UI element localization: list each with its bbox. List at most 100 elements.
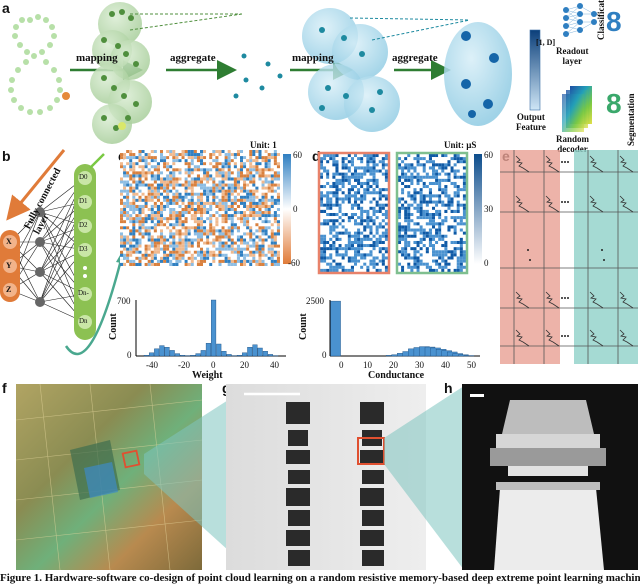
heatmap-cell (166, 192, 170, 196)
heatmap-cell (438, 203, 442, 207)
heatmap-cell (332, 259, 336, 263)
heatmap-cell (193, 195, 197, 199)
heatmap-cell (175, 189, 179, 193)
heatmap-cell (196, 262, 200, 266)
heatmap-cell (175, 214, 179, 218)
heatmap-cell (354, 231, 358, 235)
heatmap-cell (267, 156, 271, 160)
heatmap-cell (221, 189, 225, 193)
heatmap-cell (369, 175, 373, 179)
heatmap-cell (218, 229, 222, 233)
heatmap-cell (350, 268, 354, 272)
heatmap-cell (135, 214, 139, 218)
heatmap-cell (456, 185, 460, 189)
heatmap-cell (366, 203, 370, 207)
heatmap-cell (378, 228, 382, 232)
heatmap-cell (363, 163, 367, 167)
heatmap-cell (432, 206, 436, 210)
heatmap-cell (335, 163, 339, 167)
heatmap-cell (453, 209, 457, 213)
heatmap-cell (163, 238, 167, 242)
heatmap-cell (462, 191, 466, 195)
heatmap-cell (236, 177, 240, 181)
heatmap-cell (320, 169, 324, 173)
heatmap-cell (141, 229, 145, 233)
heatmap-cell (200, 192, 204, 196)
heatmap-cell (425, 191, 429, 195)
heatmap-cell (384, 253, 388, 257)
heatmap-cell (447, 197, 451, 201)
heatmap-cell (203, 171, 207, 175)
heatmap-cell (372, 265, 376, 269)
heatmap-cell (438, 247, 442, 251)
heatmap-cell (175, 150, 179, 154)
heatmap-cell (453, 194, 457, 198)
heatmap-cell (459, 222, 463, 226)
heatmap-cell (203, 186, 207, 190)
heatmap-cell (363, 244, 367, 248)
heatmap-cell (347, 219, 351, 223)
heatmap-cell (410, 222, 414, 226)
heatmap-cell (438, 231, 442, 235)
heatmap-cell (169, 159, 173, 163)
heatmap-cell (169, 183, 173, 187)
heatmap-cell (444, 160, 448, 164)
heatmap-cell (404, 157, 408, 161)
heatmap-cell (360, 244, 364, 248)
heatmap-cell (144, 229, 148, 233)
heatmap-cell (258, 259, 262, 263)
heatmap-cell (422, 240, 426, 245)
heatmap-cell (206, 156, 210, 160)
heatmap-cell (221, 232, 225, 236)
heatmap-cell (246, 235, 250, 239)
heatmap-cell (153, 226, 157, 230)
heatmap-cell (230, 156, 234, 160)
heatmap-cell (246, 204, 250, 208)
heatmap-cell (200, 150, 204, 154)
classification-label: Classification (596, 0, 606, 40)
heatmap-cell (366, 240, 370, 245)
heatmap-cell (261, 211, 265, 215)
heatmap-cell (215, 159, 219, 163)
heatmap-cell (320, 206, 324, 210)
heatmap-cell (123, 223, 127, 227)
heatmap-cell (221, 162, 225, 166)
heatmap-cell (320, 178, 324, 182)
heatmap-cell (224, 238, 228, 242)
heatmap-cell (206, 226, 210, 230)
heatmap-cell (369, 203, 373, 207)
global-feature-ellipse (444, 22, 512, 126)
heatmap-cell (462, 234, 466, 238)
heatmap-cell (384, 250, 388, 254)
heatmap-cell (156, 198, 160, 202)
heatmap-cell (178, 223, 182, 227)
heatmap-cell (181, 177, 185, 181)
heatmap-cell (347, 234, 351, 238)
heatmap-cell (407, 253, 411, 257)
heatmap-cell (163, 189, 167, 193)
heatmap-cell (453, 206, 457, 210)
heatmap-cell (366, 259, 370, 263)
heatmap-cell (323, 206, 327, 210)
conductance-hist-ylabel: Count (298, 313, 309, 340)
heatmap-cell (347, 181, 351, 186)
heatmap-cell (462, 200, 466, 204)
heatmap-cell (249, 208, 253, 212)
heatmap-cell (404, 213, 408, 217)
heatmap-cell (172, 204, 176, 208)
heatmap-cell (422, 166, 426, 170)
heatmap-cell (453, 237, 457, 241)
heatmap-cell (160, 214, 164, 218)
heatmap-cell (413, 172, 417, 176)
heatmap-cell (163, 208, 167, 212)
heatmap-cell (341, 194, 345, 198)
heatmap-cell (326, 216, 330, 220)
heatmap-cell (320, 265, 324, 269)
heatmap-cell (200, 168, 204, 172)
heatmap-cell (462, 203, 466, 207)
heatmap-cell (233, 226, 237, 230)
heatmap-cell (354, 206, 358, 210)
heatmap-cell (233, 235, 237, 239)
heatmap-cell (456, 216, 460, 220)
heatmap-cell (206, 214, 210, 218)
